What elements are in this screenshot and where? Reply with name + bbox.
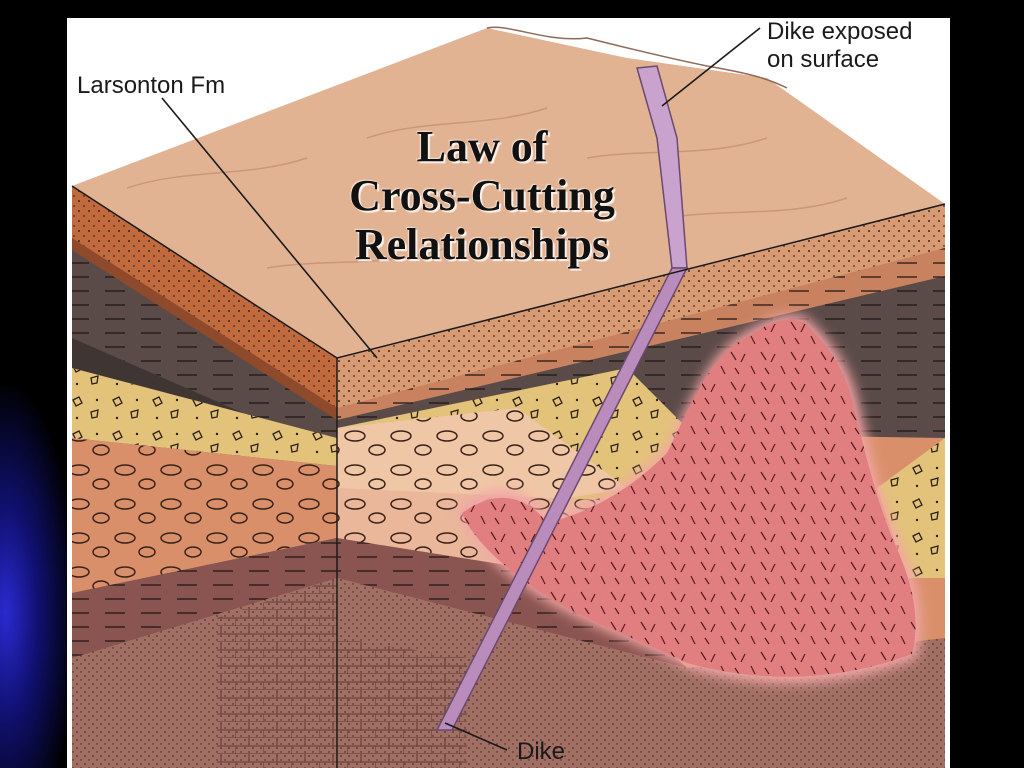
title-line-1: Law of (416, 122, 548, 171)
dike-surface-label-line2: on surface (767, 46, 880, 73)
formation-label: Larsonton Fm (77, 72, 226, 99)
left-face (72, 186, 337, 768)
granite-intrusion (457, 314, 921, 684)
formation-leader-line (161, 97, 378, 359)
title-line-3: Relationships (354, 220, 610, 269)
block-diagram (71, 26, 946, 768)
dike-surface-label: Dike exposed on surface (767, 18, 912, 74)
dike-label: Dike (517, 738, 566, 765)
dike-surface-label-line1: Dike exposed (767, 18, 913, 45)
diagram-panel: Larsonton Fm Dike exposed on surface Dik… (67, 18, 950, 768)
title-line-2: Cross-Cutting (349, 171, 615, 220)
dike-surface-leader-line (661, 27, 761, 107)
dike (435, 65, 689, 731)
slide-title: Law of Cross-Cutting Relationships (307, 122, 657, 269)
block-edges (71, 185, 946, 768)
dike-leader-line (444, 722, 508, 751)
